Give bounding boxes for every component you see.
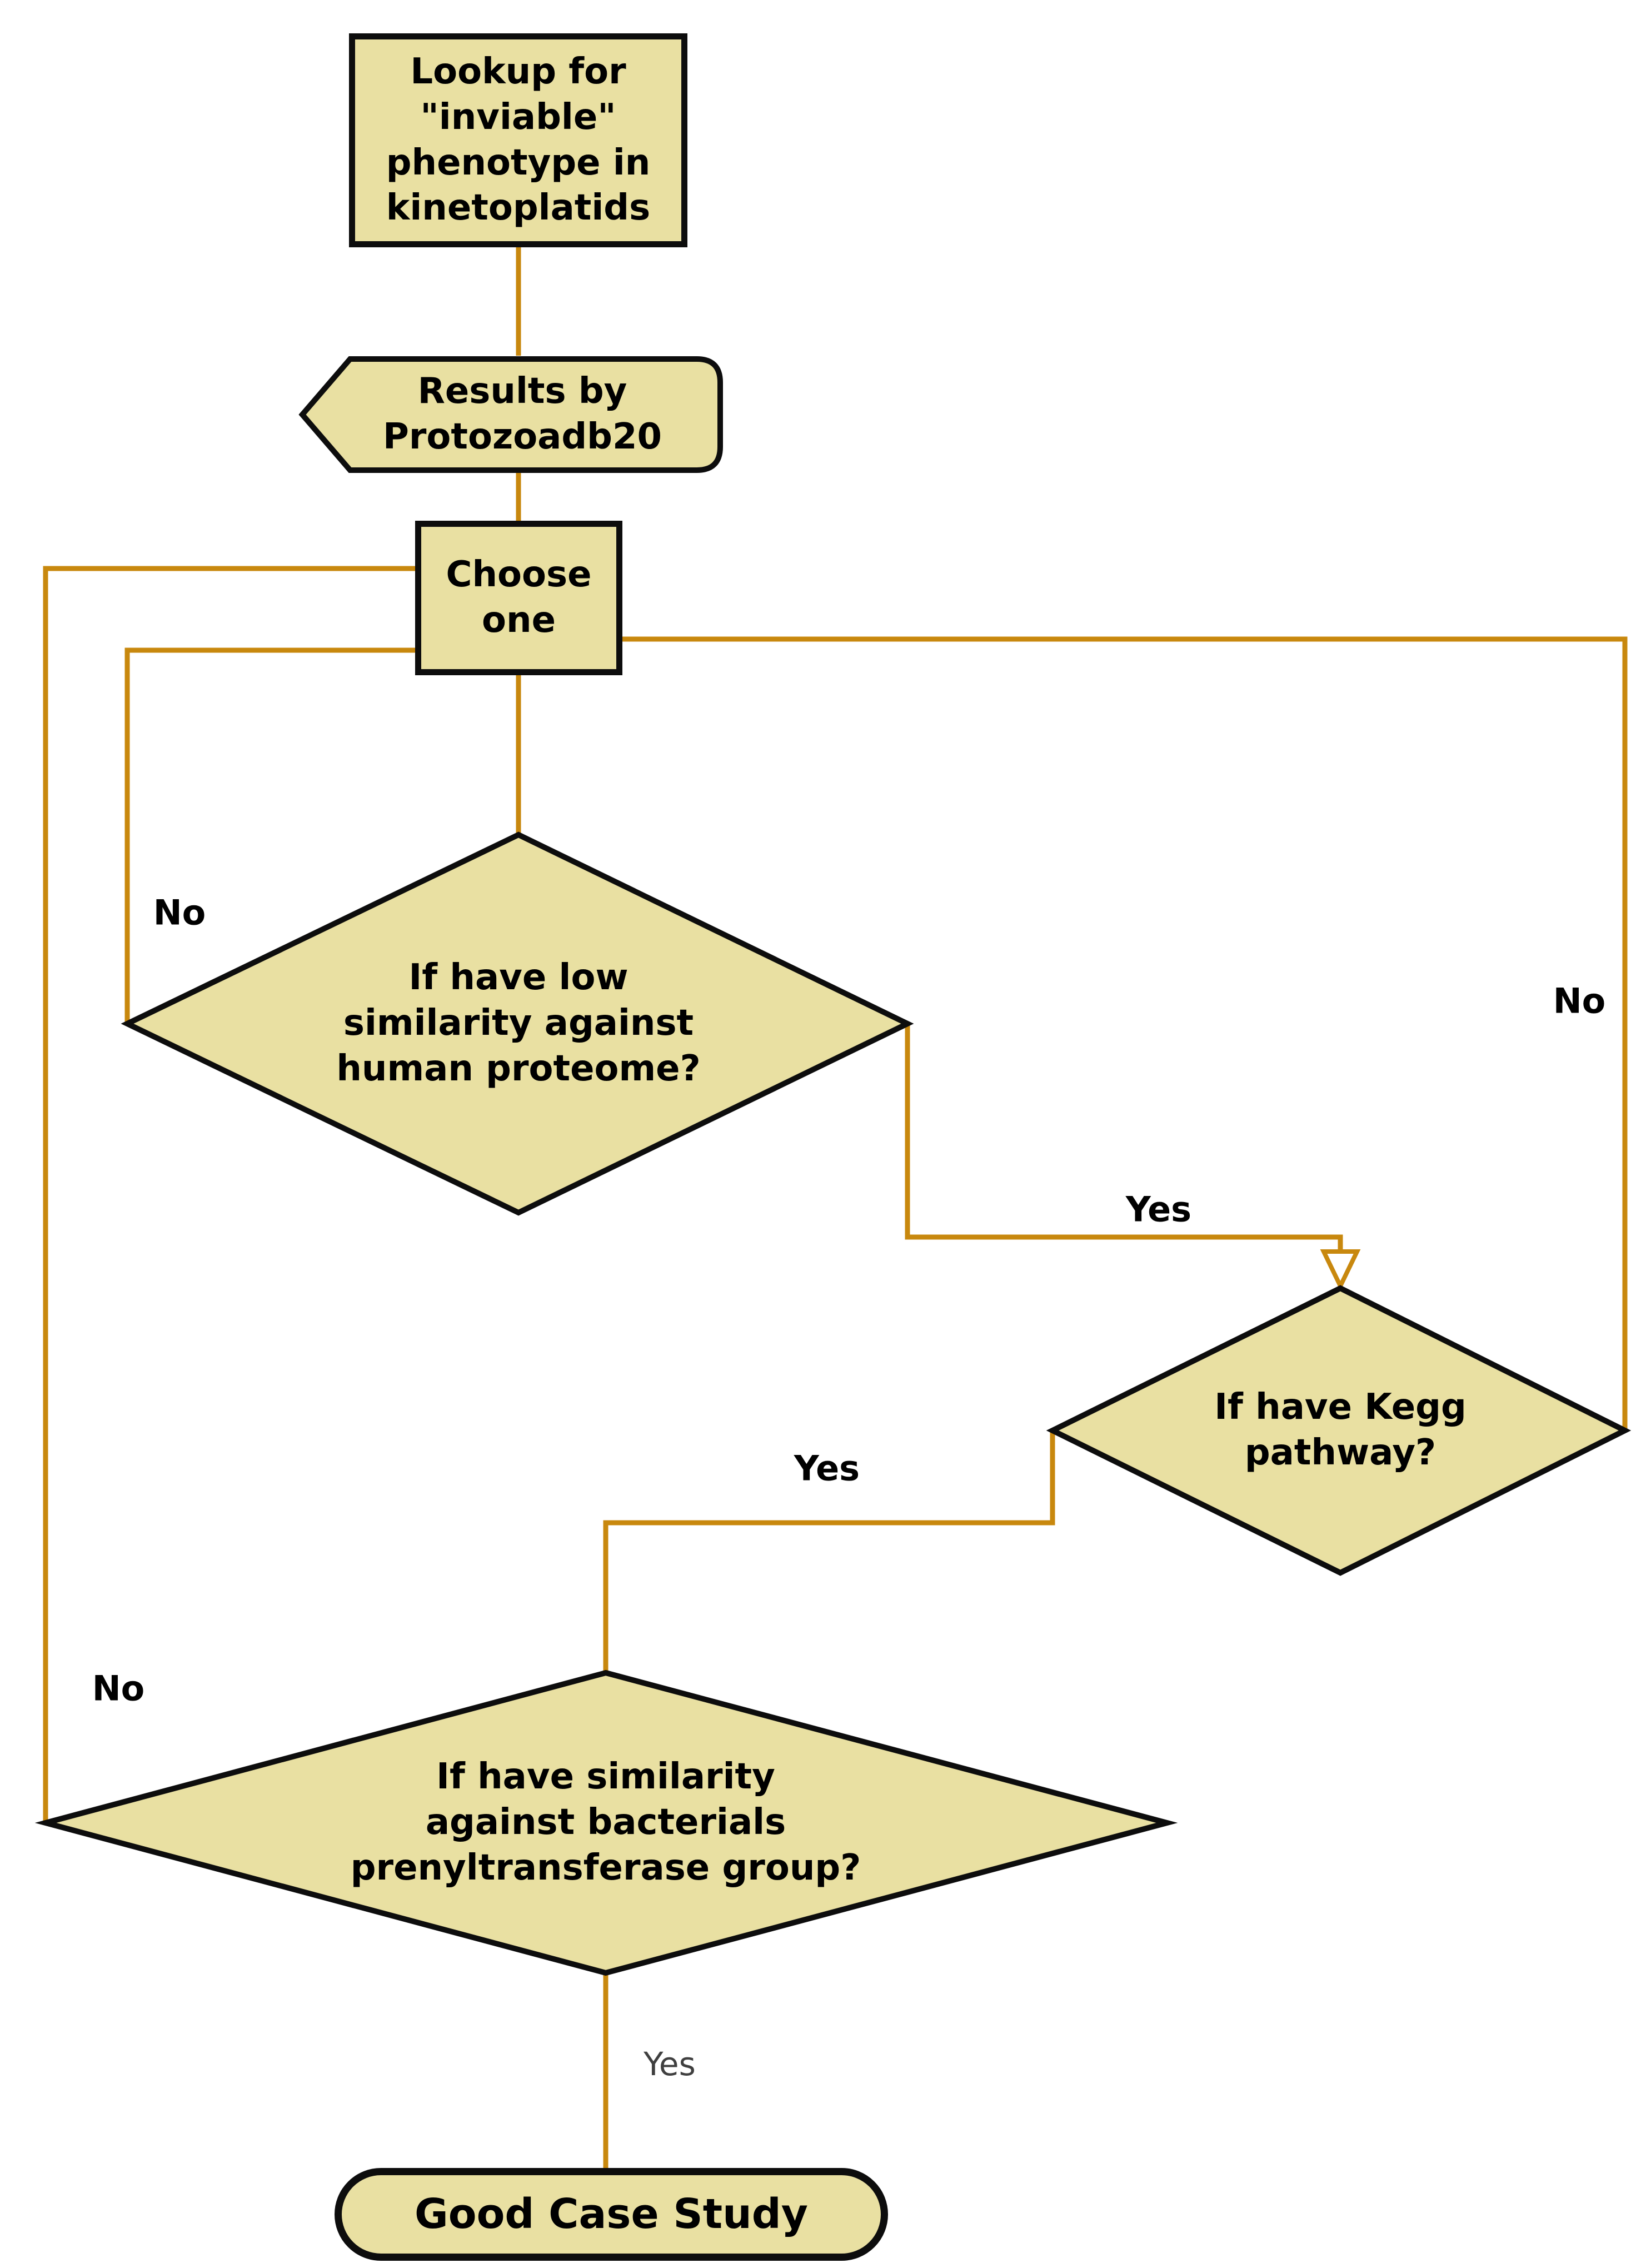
decision-human-line: If have low <box>408 957 629 999</box>
edge-label-no-kegg: No <box>1553 980 1606 1021</box>
node-start-line: Lookup for <box>410 51 626 92</box>
decision-prenyl-diamond <box>34 1669 1178 1976</box>
node-results-line: Results by <box>417 371 627 412</box>
edge-decision-kegg-no-to-choose <box>622 636 1628 1430</box>
node-good-case-study: Good Case Study <box>335 2168 888 2261</box>
edge-label-yes-kegg: Yes <box>794 1448 860 1489</box>
edge-label-no-prenyl: No <box>92 1668 145 1709</box>
node-results-line: Protozoadb20 <box>382 416 662 457</box>
node-start: Lookup for "inviable" phenotype in kinet… <box>349 33 687 247</box>
decision-prenyl-line: prenyltransferase group? <box>350 1847 861 1888</box>
node-decision-human-proteome: If have low similarity against human pro… <box>241 951 796 1096</box>
node-start-line: "inviable" <box>420 96 616 138</box>
results-pointer-shape <box>298 356 723 473</box>
decision-kegg-diamond <box>1046 1285 1632 1576</box>
node-good-case-study-label: Good Case Study <box>415 2190 808 2239</box>
node-results: Results by Protozoadb20 <box>325 363 720 466</box>
node-choose-one-line: Choose <box>446 554 592 596</box>
edge-decision-kegg-yes-to-decision-prenyl <box>603 1430 1055 1673</box>
node-choose-one: Choose one <box>415 521 622 675</box>
arrowhead-into-decision-kegg <box>1320 1249 1361 1292</box>
edge-decision-human-no-to-choose <box>124 647 415 1023</box>
edge-label-yes-prenyl: Yes <box>644 2045 696 2083</box>
node-decision-kegg-pathway: If have Kegg pathway? <box>1118 1382 1563 1479</box>
decision-prenyl-line: If have similarity <box>436 1756 775 1798</box>
node-decision-prenyltransferase: If have similarity against bacterials pr… <box>272 1752 939 1893</box>
node-start-line: phenotype in <box>386 142 651 183</box>
decision-human-line: human proteome? <box>336 1048 701 1089</box>
edge-decision-prenyl-no-to-choose <box>43 566 415 1823</box>
decision-prenyl-line: against bacterials <box>425 1802 786 1843</box>
decision-kegg-line: pathway? <box>1244 1432 1436 1473</box>
edge-label-yes-human: Yes <box>1125 1189 1192 1230</box>
decision-human-line: similarity against <box>343 1003 694 1044</box>
decision-kegg-line: If have Kegg <box>1214 1387 1467 1428</box>
decision-human-diamond <box>121 831 914 1216</box>
edge-decision-human-yes-to-decision-kegg <box>905 1024 1343 1250</box>
node-choose-one-line: one <box>482 600 556 641</box>
edge-label-no-human: No <box>153 892 206 933</box>
node-start-line: kinetoplatids <box>386 187 651 229</box>
